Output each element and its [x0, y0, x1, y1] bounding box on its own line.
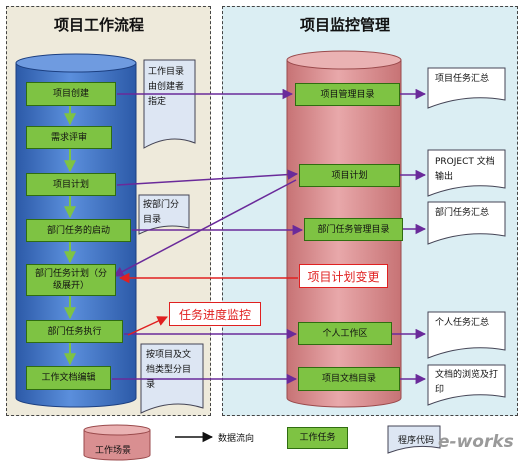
doc-dept-task-summary: 部门任务汇总: [435, 208, 490, 218]
legend-cylinder: [83, 424, 151, 461]
node-project-plan[interactable]: 项目计划: [26, 173, 116, 196]
project-plan-change-label: 项目计划变更: [299, 264, 388, 288]
legend-program-code: 程序代码: [398, 436, 435, 446]
node-dept-task-mgmt-dir[interactable]: 部门任务管理目录: [304, 218, 403, 241]
legend-work-task: 工作任务: [287, 427, 348, 449]
task-progress-monitor-label: 任务进度监控: [169, 302, 261, 326]
node-doc-edit[interactable]: 工作文档编辑: [26, 366, 111, 390]
legend-doc-shape: [387, 425, 441, 454]
legend-data-flow: 数据流向: [218, 434, 255, 444]
node-monitor-project-plan[interactable]: 项目计划: [299, 164, 400, 187]
data-flow-arrows: [112, 88, 427, 385]
node-dept-task-plan[interactable]: 部门任务计划（分级展开）: [26, 264, 116, 296]
doc-personal-task-summary: 个人任务汇总: [435, 318, 490, 328]
doc-browse-print: 文档的浏览及打印: [435, 370, 499, 395]
doc-work-directory: 工作目录由创建者指定: [148, 67, 185, 107]
workflow-title: 项目工作流程: [54, 16, 145, 34]
node-dept-task-start[interactable]: 部门任务的启动: [26, 219, 131, 242]
watermark-logo: e-works: [438, 432, 514, 452]
node-project-create[interactable]: 项目创建: [26, 82, 116, 106]
node-requirement-review[interactable]: 需求评审: [26, 126, 112, 149]
node-personal-workspace[interactable]: 个人工作区: [298, 322, 392, 345]
node-dept-task-execute[interactable]: 部门任务执行: [26, 320, 123, 343]
monitoring-title: 项目监控管理: [300, 16, 391, 34]
node-project-doc-dir[interactable]: 项目文档目录: [298, 367, 400, 391]
doc-project-output: PROJECT 文档输出: [435, 157, 495, 182]
doc-project-task-summary: 项目任务汇总: [435, 74, 490, 84]
doc-project-type-directory: 按项目及文档类型分目录: [146, 350, 192, 390]
legend-work-scene: 工作场景: [95, 446, 132, 456]
change-arrows: [118, 272, 298, 336]
node-project-mgmt-dir[interactable]: 项目管理目录: [295, 83, 400, 106]
doc-dept-directory: 按部门分目录: [143, 200, 180, 225]
right-doc-shapes: [427, 67, 506, 406]
